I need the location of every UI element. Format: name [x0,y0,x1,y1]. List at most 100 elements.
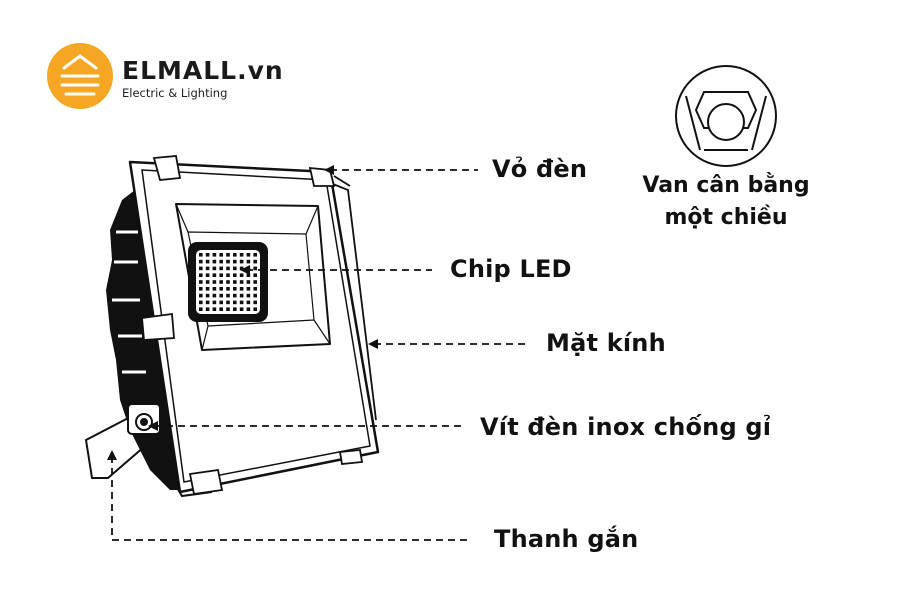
led-dot [239,253,244,257]
led-dot [233,259,237,264]
housing-inner-frame [141,169,371,483]
label-housing: Vỏ đèn [492,155,588,183]
bottom-clips [188,449,364,496]
top-clips [152,155,336,187]
led-dot [239,287,244,291]
glass-panel [327,175,377,421]
led-chip [188,242,268,322]
led-dot [212,253,217,257]
led-dot [199,273,203,277]
led-dot [212,280,217,284]
valve-detail [675,65,777,167]
led-dot [226,273,230,277]
led-dot [233,300,237,305]
led-dot [219,307,223,311]
led-dot [239,300,244,305]
led-dot [212,307,217,311]
led-dot [253,273,257,277]
led-dot [199,300,203,305]
led-dot [246,259,251,264]
led-dot [233,273,237,277]
led-dot [199,293,203,298]
led-dot [205,259,210,264]
label-screw: Vít đèn inox chống gỉ [480,413,772,441]
led-dot [239,307,244,311]
led-dot [226,287,230,291]
led-dot [226,266,230,271]
led-dot [233,266,237,271]
led-dot [205,253,210,257]
led-dot [205,307,210,311]
led-dot [212,273,217,277]
led-dot [239,273,244,277]
led-dot [219,300,223,305]
led-dot [219,273,223,277]
led-dot [219,287,223,291]
brand-logo-icon [47,43,113,109]
led-dot [212,300,217,305]
led-dot [246,253,251,257]
led-dot [239,280,244,284]
led-dot [246,300,251,305]
led-dot [212,266,217,271]
led-dot [199,280,203,284]
led-dot [239,259,244,264]
led-dot [253,293,257,298]
led-dot [219,253,223,257]
led-dot [246,307,251,311]
led-dot [212,293,217,298]
led-dot [253,266,257,271]
led-dot [226,280,230,284]
led-dot [199,259,203,264]
led-dot [246,287,251,291]
led-dot [199,307,203,311]
leader-bracket [111,456,472,541]
led-dot [246,273,251,277]
led-dot [199,287,203,291]
label-bracket: Thanh gắn [494,525,639,553]
led-dot [239,266,244,271]
led-dot [246,280,251,284]
led-dot [226,259,230,264]
led-dot [199,253,203,257]
led-dot [212,287,217,291]
led-dot [253,287,257,291]
led-dot [246,293,251,298]
led-dot [226,253,230,257]
side-clip [141,312,175,341]
brand-tagline: Electric & Lighting [122,86,228,100]
housing-base-plate [175,485,213,498]
led-dot [205,293,210,298]
led-dot [219,259,223,264]
led-dot [219,280,223,284]
led-dot [205,266,210,271]
led-dot [253,259,257,264]
led-dot [233,253,237,257]
leader-lines [111,169,530,541]
led-dot [226,293,230,298]
leader-arrowheads [107,165,378,460]
label-chip: Chip LED [450,255,572,283]
led-dot [253,253,257,257]
led-dot [205,287,210,291]
valve-caption: Van cân bằng một chiều [626,170,826,234]
led-dot [239,293,244,298]
led-dot [219,293,223,298]
valve-caption-line2: một chiều [664,205,788,230]
led-dot [253,300,257,305]
led-dot [226,307,230,311]
led-dot [205,273,210,277]
led-dot [253,307,257,311]
led-dot [205,280,210,284]
led-dot [233,293,237,298]
led-dot [226,300,230,305]
led-dot [205,300,210,305]
led-dot [233,307,237,311]
led-dot [233,280,237,284]
led-dot [219,266,223,271]
led-dot [199,266,203,271]
led-dot [233,287,237,291]
valve-caption-line1: Van cân bằng [642,173,810,198]
led-dot [212,259,217,264]
